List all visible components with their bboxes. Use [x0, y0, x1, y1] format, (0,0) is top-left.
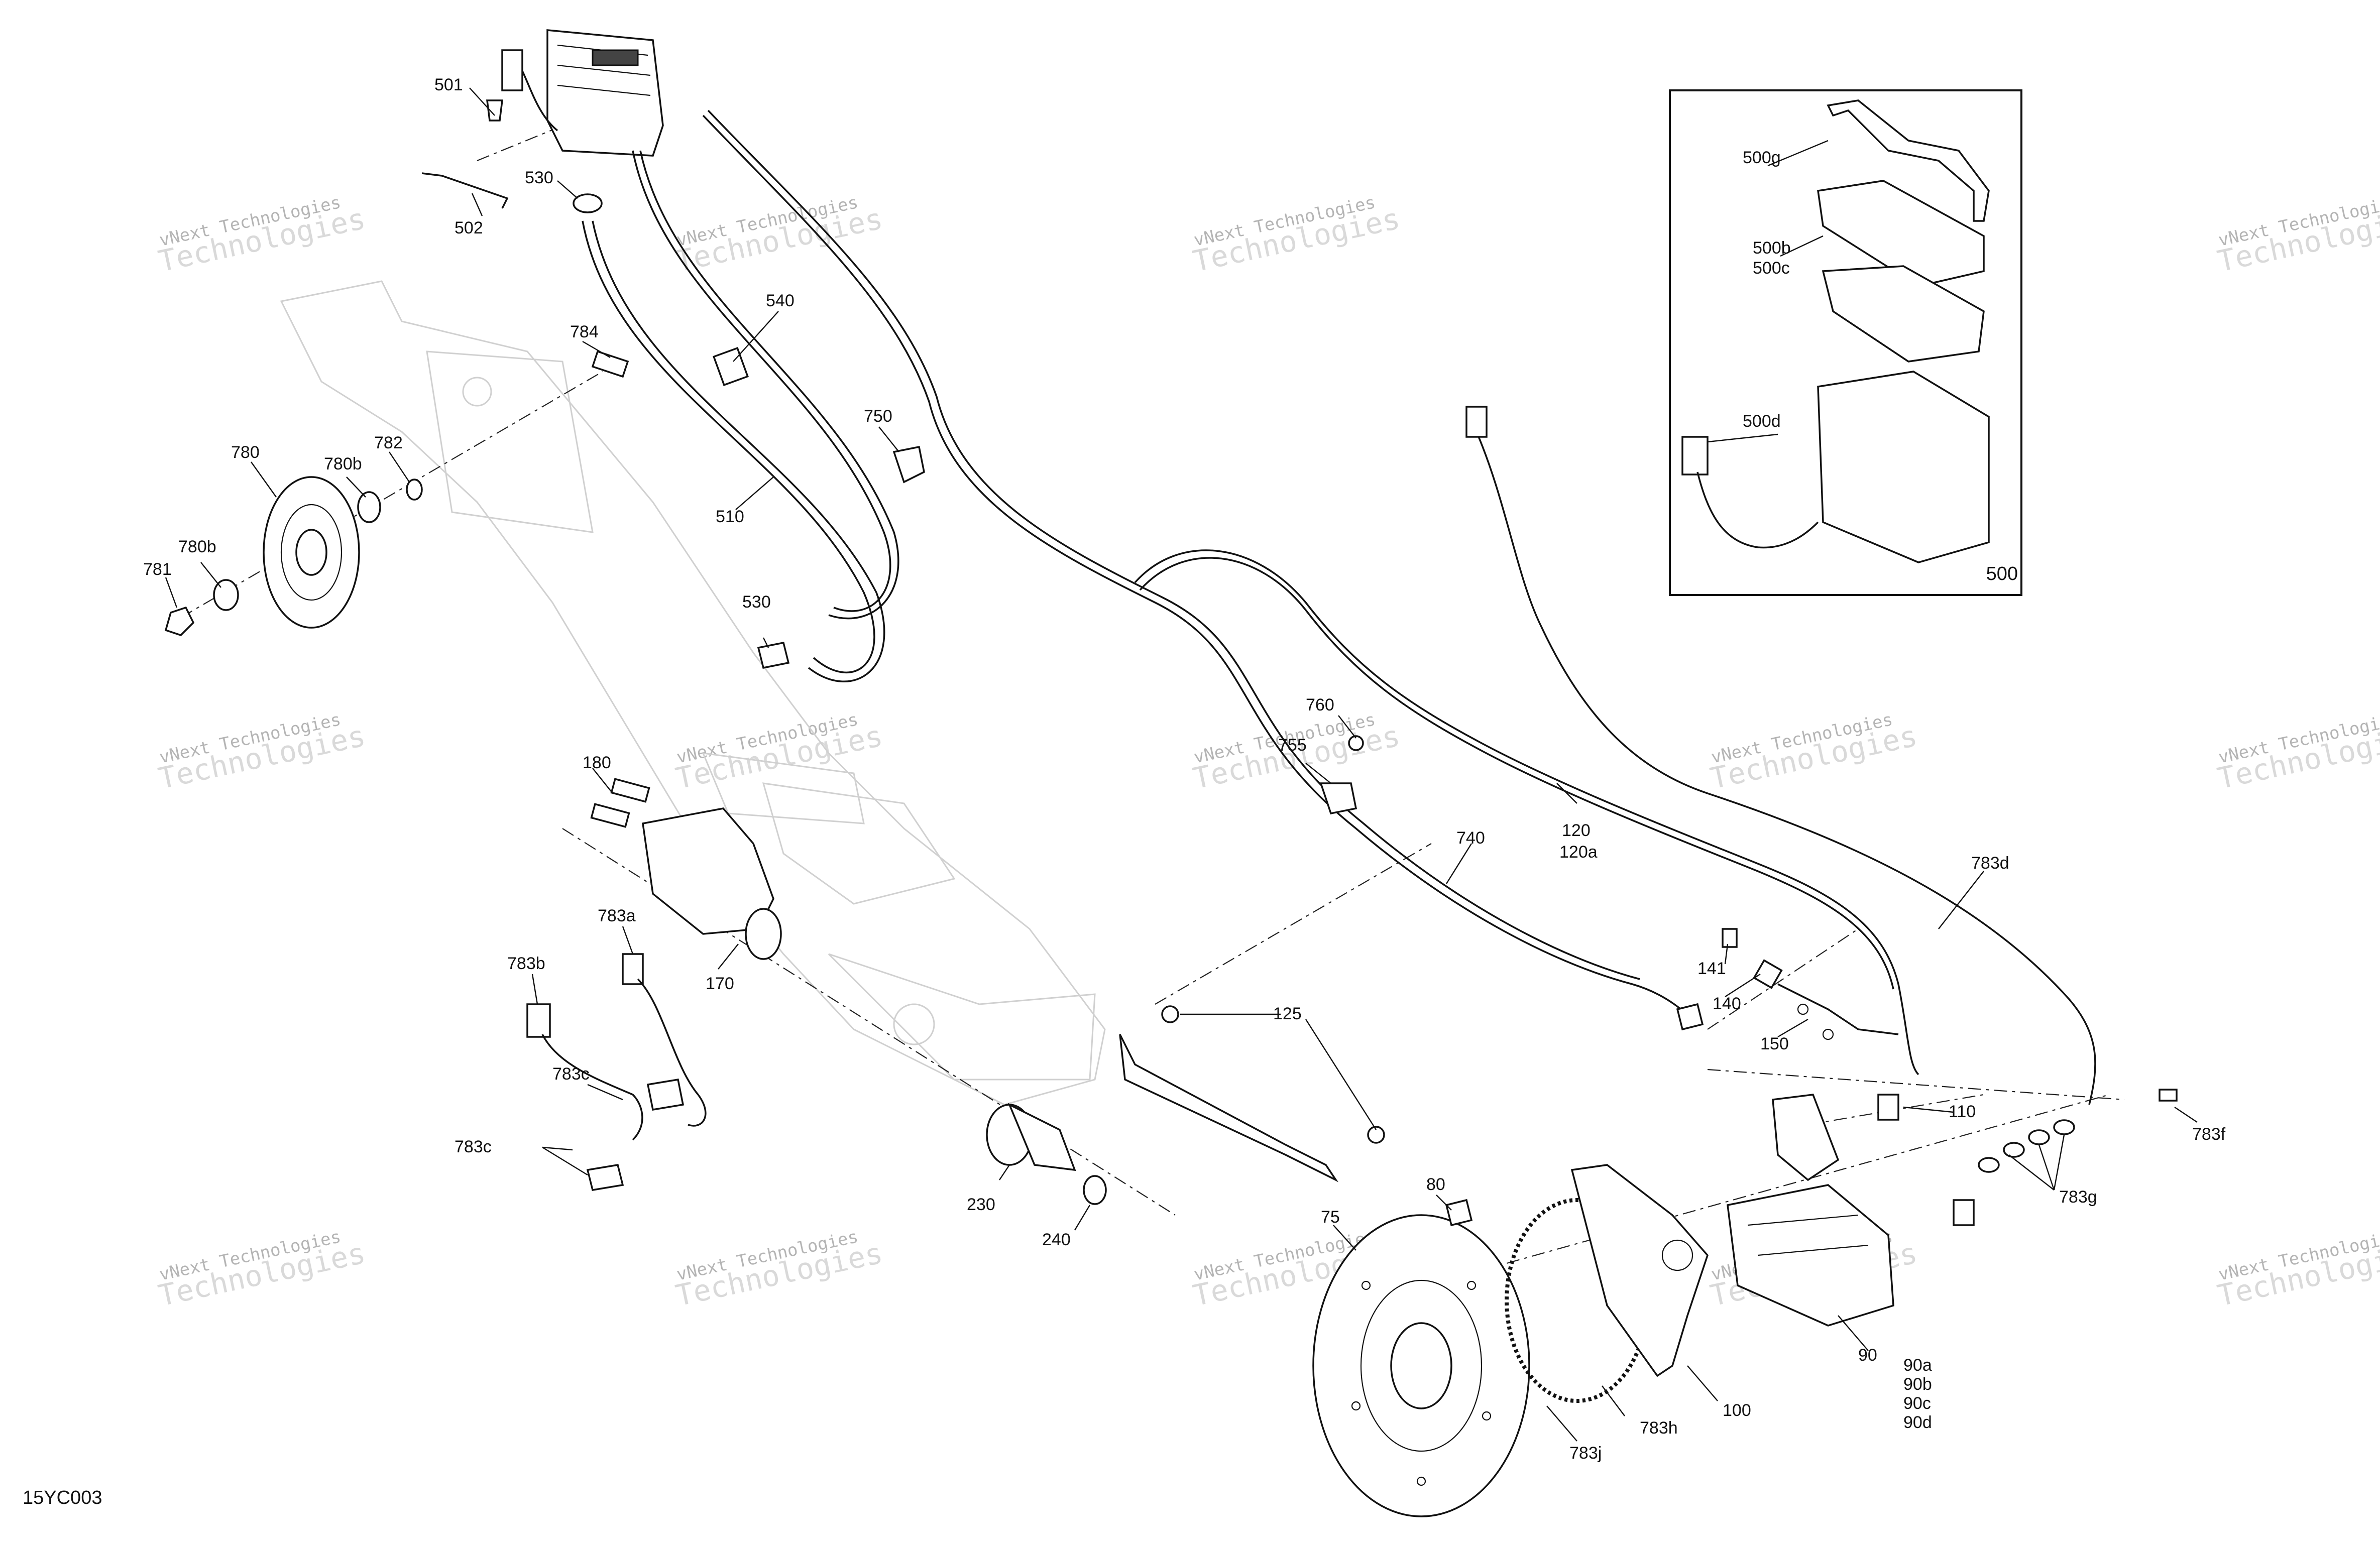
bolt-125a — [1161, 1005, 1179, 1023]
callout-180: 180 — [583, 753, 611, 772]
callout-240: 240 — [1042, 1230, 1071, 1249]
sensor-harness — [526, 953, 707, 1191]
callout-90: 90 — [1858, 1346, 1877, 1365]
callout-labels: 501 502 530 530 540 510 750 784 780 780b… — [143, 75, 2226, 1463]
hook-502 — [421, 172, 509, 209]
bracket-125 — [1119, 1034, 1339, 1182]
callout-783h: 783h — [1640, 1418, 1678, 1438]
hose-510 — [582, 150, 899, 682]
callout-230: 230 — [967, 1195, 995, 1214]
callout-510: 510 — [716, 507, 744, 526]
callout-540: 540 — [766, 291, 795, 310]
watermark: vNext Technologies Technologies — [1707, 709, 1920, 796]
watermark: vNext Technologies Technologies — [155, 709, 368, 796]
callout-500b: 500b — [1753, 239, 1791, 258]
brake-reservoir — [486, 29, 664, 157]
watermark: vNext Technologies Technologies — [672, 1227, 885, 1313]
master-cylinder — [590, 778, 782, 960]
watermark: vNext Technologies Technologies — [1190, 192, 1403, 279]
brake-caliper — [1727, 1094, 1975, 1327]
boot-230 — [986, 1103, 1107, 1205]
valve-750 — [892, 445, 925, 484]
brake-line-740 — [702, 114, 1698, 1025]
brake-line-120 — [1134, 549, 1919, 1076]
inset-500: 500 — [1669, 89, 2022, 596]
clip-530 — [757, 641, 790, 669]
callout-780: 780 — [231, 443, 260, 462]
watermark: vNext Technologies Technologies — [155, 1227, 368, 1313]
callout-783c: 783c — [455, 1137, 492, 1156]
callout-783j: 783j — [1569, 1444, 1602, 1463]
watermark: vNext Technologies Technologies — [2214, 709, 2380, 796]
caliper-bracket — [1570, 1164, 1709, 1377]
callout-755: 755 — [1278, 736, 1307, 755]
callout-783a: 783a — [598, 906, 636, 925]
watermark: vNext Technologies Technologies — [672, 709, 885, 796]
callout-780b: 780b — [324, 454, 362, 473]
ghost-frame — [280, 280, 1106, 1106]
callout-110: 110 — [1949, 1102, 1976, 1121]
callout-781: 781 — [143, 560, 172, 579]
watermark: vNext Technologies Technologies — [2214, 192, 2380, 279]
bolt-760 — [1348, 735, 1364, 751]
brake-disc — [1312, 1214, 1530, 1517]
callout-530: 530 — [525, 168, 553, 187]
callout-783d: 783d — [1971, 854, 2009, 873]
bolt-125b — [1367, 1126, 1385, 1144]
callout-500d: 500d — [1743, 412, 1781, 431]
callout-740: 740 — [1456, 828, 1485, 848]
inset-label: 500 — [1986, 563, 2018, 584]
callout-90d: 90d — [1903, 1413, 1932, 1432]
callout-80: 80 — [1426, 1175, 1445, 1194]
callout-75: 75 — [1321, 1208, 1340, 1227]
callout-141: 141 — [1697, 959, 1726, 978]
callout-750: 750 — [864, 407, 892, 426]
callout-125: 125 — [1273, 1004, 1302, 1023]
callout-784: 784 — [570, 322, 599, 341]
callout-783f: 783f — [2192, 1125, 2226, 1144]
watermark: vNext Technologies Technologies — [672, 192, 885, 279]
callout-500g: 500g — [1743, 148, 1781, 167]
callout-783g: 783g — [2059, 1188, 2097, 1207]
callout-140: 140 — [1713, 994, 1741, 1013]
bolt-80 — [1445, 1199, 1473, 1227]
callout-500c: 500c — [1753, 259, 1790, 278]
figure-code: 15YC003 — [23, 1487, 102, 1508]
fittings — [1676, 928, 1899, 1040]
watermark: vNext Technologies Technologies — [155, 192, 368, 279]
sensor-cable-783d — [1476, 431, 2096, 1105]
callout-120a: 120a — [1559, 843, 1598, 862]
callout-100: 100 — [1723, 1401, 1751, 1420]
callout-90c: 90c — [1903, 1394, 1931, 1413]
callout-782: 782 — [374, 433, 403, 452]
callout-150: 150 — [1760, 1034, 1789, 1053]
callout-783c: 783c — [552, 1064, 590, 1084]
clamp-755 — [1319, 782, 1357, 815]
pulley-assembly — [164, 350, 629, 637]
washers-783g — [1978, 1119, 2075, 1173]
callout-501: 501 — [434, 75, 463, 94]
callout-170: 170 — [706, 974, 734, 993]
leader-lines — [165, 87, 2198, 1442]
callout-780b: 780b — [178, 537, 216, 556]
watermark: vNext Technologies Technologies — [2214, 1227, 2380, 1313]
callout-760: 760 — [1306, 695, 1334, 715]
hose-clip — [713, 347, 749, 386]
bolt-783f — [2159, 1089, 2178, 1102]
callout-783b: 783b — [507, 954, 545, 973]
callout-120: 120 — [1562, 821, 1591, 840]
callout-90b: 90b — [1903, 1375, 1932, 1394]
callout-502: 502 — [455, 218, 483, 238]
grommet-top — [573, 193, 603, 213]
callout-90a: 90a — [1903, 1356, 1932, 1375]
callout-530: 530 — [742, 592, 771, 612]
